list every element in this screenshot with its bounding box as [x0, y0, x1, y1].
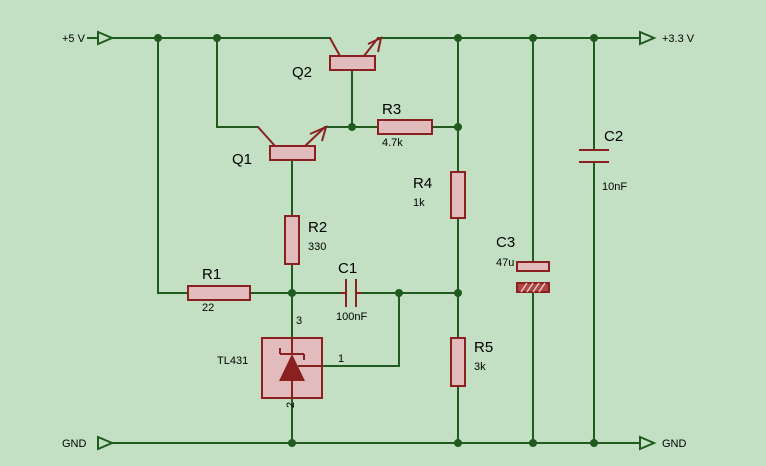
resistor-body — [377, 119, 433, 135]
terminal-vout: +3.3 V — [639, 30, 695, 46]
c3-value: 47u — [496, 257, 514, 269]
junctions — [154, 34, 598, 447]
q2-label: Q2 — [292, 64, 312, 81]
r4-label: R4 — [413, 175, 432, 192]
terminal-label-gnd-left: GND — [62, 438, 87, 450]
junction — [590, 439, 598, 447]
junction — [348, 123, 356, 131]
wire-q1-collector — [216, 37, 259, 128]
transistor-q1: Q1 — [232, 125, 328, 168]
terminal-arrow-icon — [639, 435, 657, 451]
terminal-label-vout: +3.3 V — [662, 33, 695, 45]
junction — [529, 439, 537, 447]
zener-triangle-icon — [279, 354, 305, 381]
tl431-pin-ref: 1 — [338, 353, 344, 365]
r4-value: 1k — [413, 197, 425, 209]
junction — [395, 289, 403, 297]
resistor-r2: R2 330 — [284, 215, 327, 265]
r3-value: 4.7k — [382, 137, 403, 149]
resistor-r3: R3 4.7k — [377, 101, 433, 149]
junction — [454, 439, 462, 447]
junction — [454, 123, 462, 131]
c2-label: C2 — [604, 128, 623, 145]
junction — [590, 34, 598, 42]
c2-value: 10nF — [602, 181, 627, 193]
junction — [213, 34, 221, 42]
resistor-body — [450, 171, 466, 219]
c1-value: 100nF — [336, 311, 367, 323]
c3-label: C3 — [496, 234, 515, 251]
terminal-label-gnd-right: GND — [662, 438, 687, 450]
wires — [111, 37, 641, 444]
terminal-gnd-left: GND — [62, 435, 115, 451]
resistor-body — [450, 337, 466, 387]
junction — [454, 289, 462, 297]
tl431-pin-anode: 2 — [285, 402, 297, 408]
tl431-pin-cathode: 3 — [296, 315, 302, 327]
transistor-base-bar — [329, 55, 376, 71]
junction — [288, 439, 296, 447]
r2-value: 330 — [308, 241, 326, 253]
r5-value: 3k — [474, 361, 486, 373]
wire-vin-to-r1 — [157, 37, 189, 294]
capacitor-c3: C3 47u — [496, 234, 550, 293]
capacitor-c1: C1 100nF — [336, 260, 367, 323]
resistor-r1: R1 22 — [187, 266, 251, 314]
junction — [154, 34, 162, 42]
r5-label: R5 — [474, 339, 493, 356]
resistor-r5: R5 3k — [450, 337, 493, 387]
r2-label: R2 — [308, 219, 327, 236]
capacitor-c2: C2 10nF — [579, 128, 627, 193]
terminal-arrow-icon — [639, 30, 657, 46]
terminal-label-vin: +5 V — [62, 33, 86, 45]
terminal-vin: +5 V — [62, 30, 115, 46]
capacitor-plate-positive — [516, 261, 550, 272]
transistor-base-bar — [269, 145, 316, 161]
resistor-r4: R4 1k — [413, 171, 466, 219]
wire-tl431-ref — [321, 292, 400, 367]
tl431-label: TL431 — [217, 355, 248, 367]
junction — [454, 34, 462, 42]
r1-label: R1 — [202, 266, 221, 283]
resistor-body — [187, 285, 251, 301]
terminal-gnd-right: GND — [639, 435, 687, 451]
terminal-arrow-icon — [97, 30, 115, 46]
junction — [529, 34, 537, 42]
r1-value: 22 — [202, 302, 214, 314]
shunt-regulator-tl431: TL431 3 1 2 — [217, 315, 344, 408]
c1-label: C1 — [338, 260, 357, 277]
transistor-q2: Q2 — [292, 36, 383, 81]
emitter-arrow-icon — [367, 36, 383, 53]
hatch-pattern — [520, 282, 546, 293]
resistor-body — [284, 215, 300, 265]
r3-label: R3 — [382, 101, 401, 118]
terminal-arrow-icon — [97, 435, 115, 451]
junction — [288, 289, 296, 297]
emitter-arrow-icon — [309, 125, 328, 142]
q1-label: Q1 — [232, 151, 252, 168]
